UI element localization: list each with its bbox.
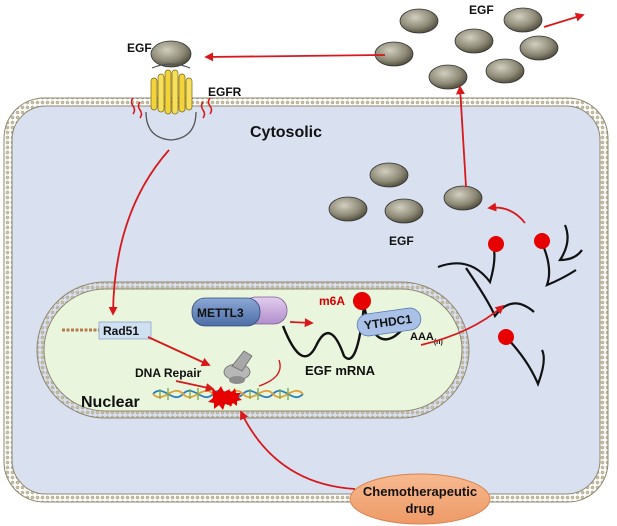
dna-repair-label: DNA Repair [135,366,202,380]
arrow-mrna-export [420,304,505,346]
m6a-dot [534,233,550,249]
m6a-dot [498,329,514,345]
cytosolic-label: Cytosolic [250,124,322,141]
chemotherapeutic-drug-badge: Chemotherapeutic drug [349,473,491,525]
nuclear-label: Nuclear [81,394,140,411]
egf-label-receptor: EGF [127,41,152,55]
aaa-subscript: (n) [434,339,443,346]
egf-mrna-strand [281,305,407,360]
egf-particle [503,7,543,33]
receptor-squiggle-left-2 [137,101,143,119]
arrow-receptor-to-rad51 [108,149,170,316]
dna-damage-burst-2 [224,388,242,407]
m6a-label: m6A [319,294,345,308]
arrow-translation [487,202,526,224]
egf-particle [369,162,409,188]
rad51-box [98,321,152,340]
egf-cluster-extracellular: EGF [374,3,559,90]
m6a-dot-nuclear [353,292,371,310]
m6a-dot [488,236,504,252]
mrna-strand [540,242,577,287]
mettl3-complex-icon: METTL3 [191,296,288,327]
aaa-label: AAA(n) [410,331,443,346]
arrow-egf-to-receptor [204,52,386,62]
receptor-squiggle-right [200,101,206,119]
arrow-dnarepair-to-dna [175,380,215,392]
receptor-squiggle-right-2 [207,97,213,115]
arrow-drug-to-dna [240,410,356,490]
arrow-secretion-out [543,12,585,28]
egf-particle-bound [150,40,192,68]
rad51-label: Rad51 [103,324,139,338]
egf-particle [328,196,368,222]
cytosolic-mrna-strands [437,224,583,387]
egf-particle [374,41,414,67]
nucleus [36,281,470,419]
rad51-protein: Rad51 [62,321,152,340]
egf-label-cytosol: EGF [389,234,414,248]
egf-particle [399,8,439,34]
egf-particle [485,58,525,84]
ythdc1-reader-icon: YTHDC1 [356,307,422,337]
arrow-repair-feedback [258,359,281,387]
chemo-label-line1: Chemotherapeutic [363,484,477,499]
mrna-strand [505,336,545,387]
arrow-mettl3-to-mrna [289,318,314,328]
drug-oval [349,473,491,525]
egf-label-top-right: EGF [469,3,494,17]
egf-particle [384,198,424,224]
egf-particle [428,64,468,90]
repair-enzyme-icon [223,350,253,384]
mrna-strand [465,267,535,319]
ythdc1-label: YTHDC1 [363,312,413,333]
egf-cluster-cytosol: EGF [328,162,483,248]
arrow-rad51-to-repair [147,336,211,367]
mettl3-body [191,297,261,327]
egf-mrna-label: EGF mRNA [305,363,376,378]
mrna-strand [437,244,496,285]
receptor-squiggle-left [130,97,136,115]
chemo-label-line2: drug [406,501,435,516]
mrna-strand [557,224,583,262]
aaa-text: AAA [410,331,434,343]
mettl3-label: METTL3 [197,306,244,320]
arrow-cytosol-to-extracellular [455,85,467,188]
egf-particle [519,35,559,61]
egf-particle [454,28,494,54]
egfr-label: EGFR [208,85,242,99]
egf-particle [443,185,483,211]
egfr-receptor-icon [145,63,197,141]
pathway-arrows [108,12,585,490]
dna-helix-icon [152,386,304,410]
egfr-receptor-complex: EGF EGFR [127,40,242,141]
nucleoplasm [43,288,463,412]
